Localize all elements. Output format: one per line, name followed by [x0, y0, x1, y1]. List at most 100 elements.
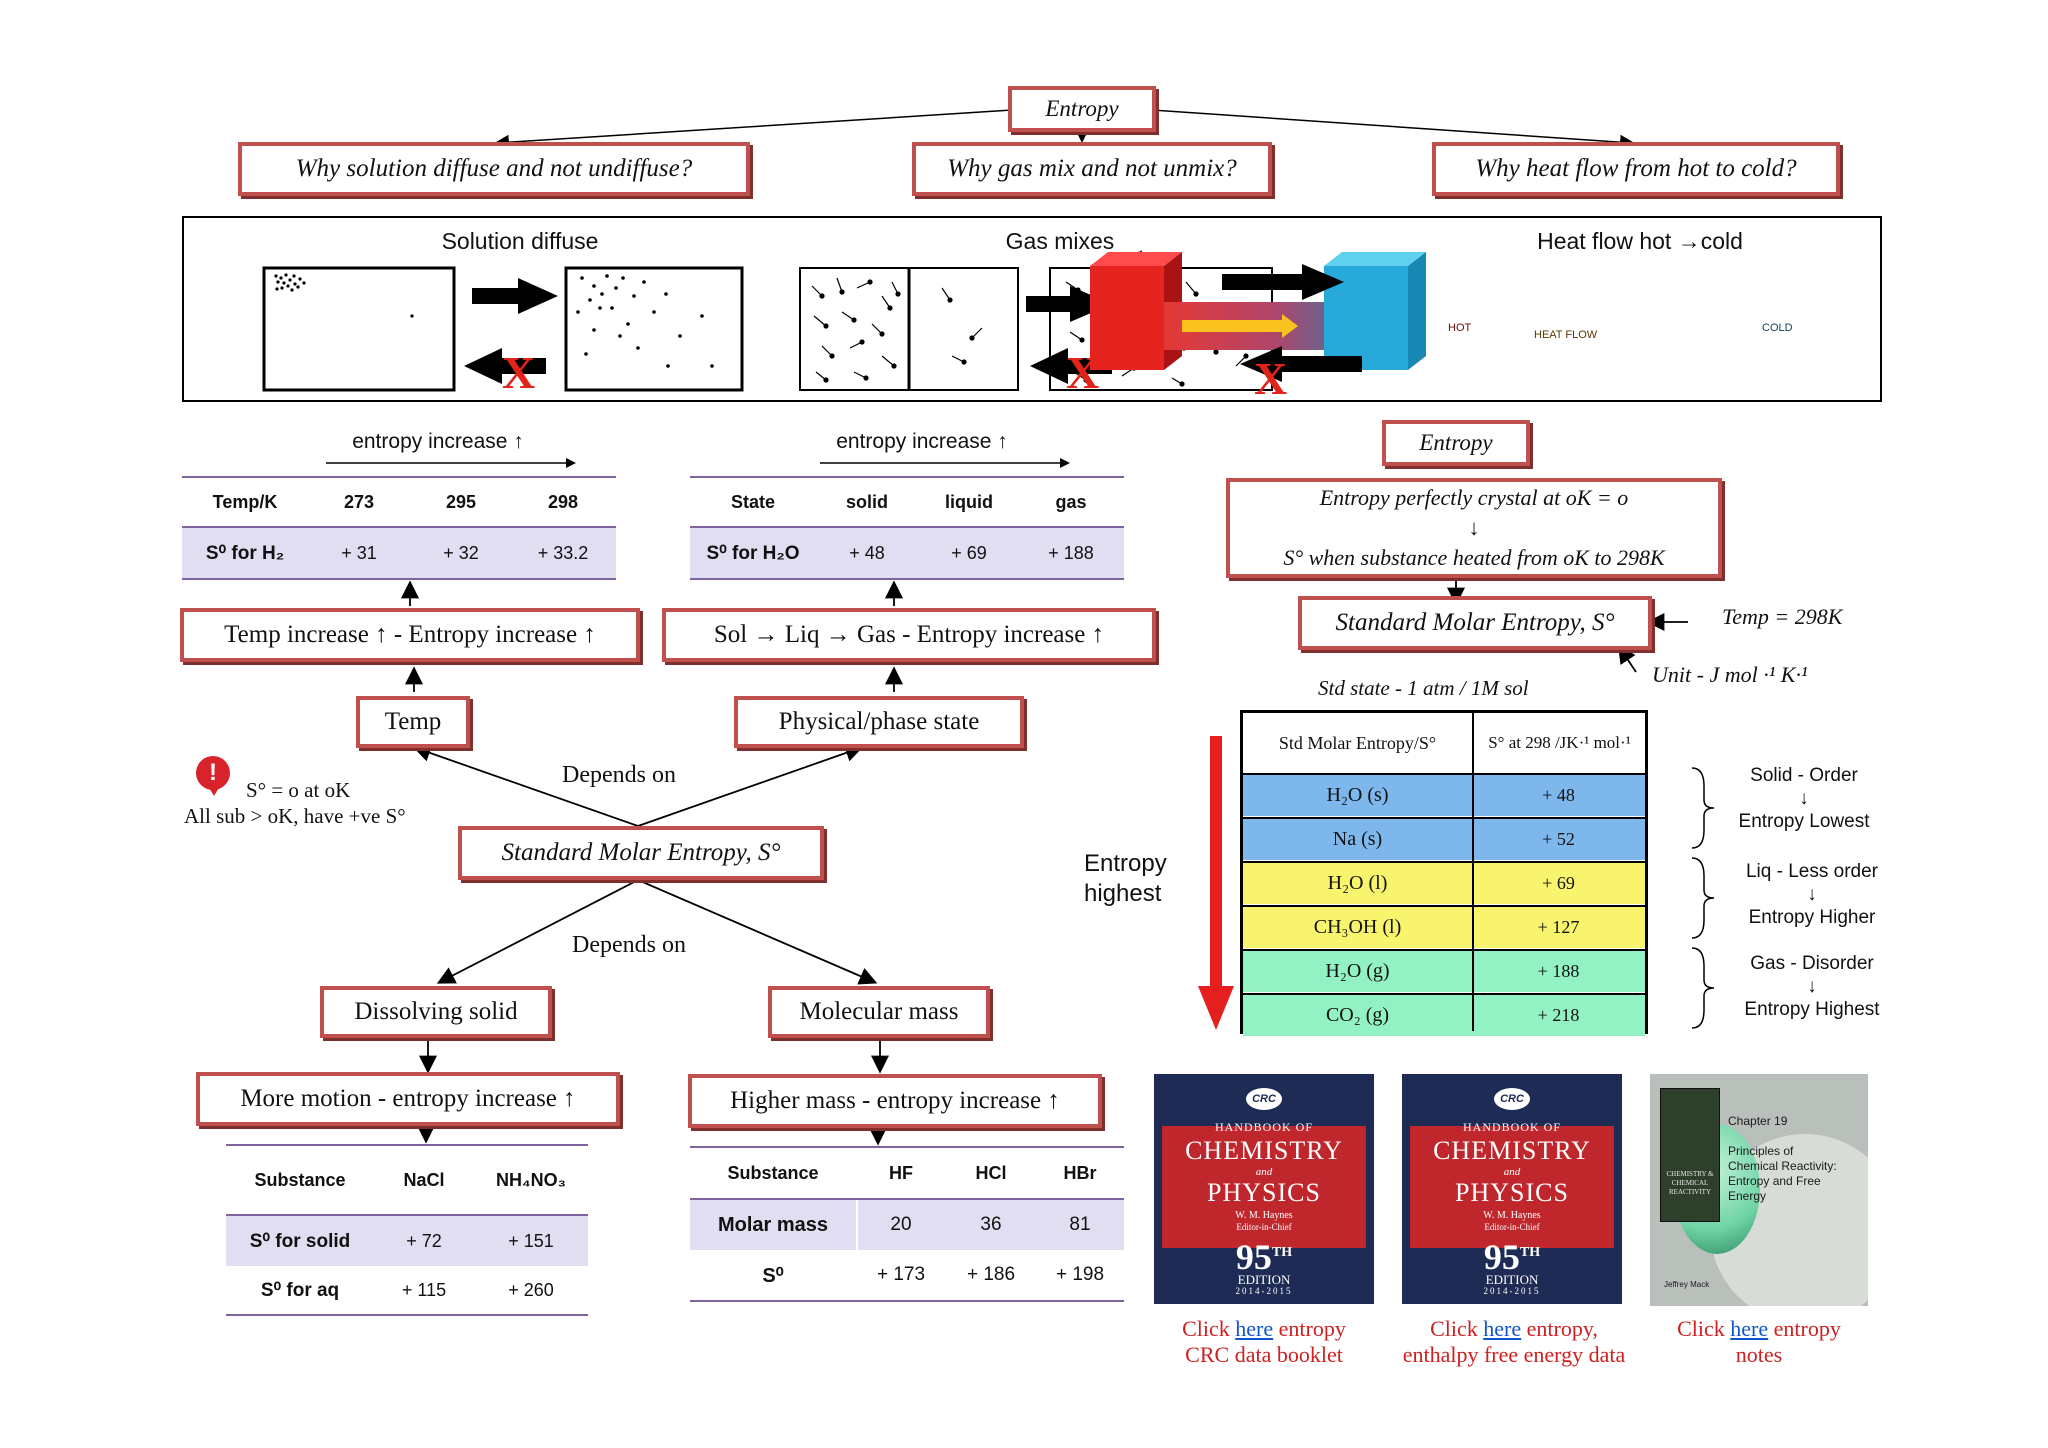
- panel-title-gas: Gas mixes: [1005, 228, 1115, 254]
- crc-chemistry-2: CHEMISTRY: [1433, 1136, 1591, 1165]
- link-1-after: entropy: [1273, 1316, 1346, 1341]
- diffuse-illustration: X X: [262, 250, 1426, 402]
- higher-mass-label: Higher mass - entropy increase ↑: [730, 1087, 1060, 1114]
- link-3-after: entropy: [1768, 1316, 1841, 1341]
- molar-row: Na (s)+ 52: [1243, 817, 1645, 860]
- molecular-mass-box: Molecular mass: [768, 986, 990, 1038]
- molar-row-value: + 52: [1542, 829, 1575, 849]
- state-table: State solid liquid gas S⁰ for H₂O + 48 +…: [690, 476, 1124, 580]
- sol-liq-gas-box: Sol → Liq → Gas - Entropy increase ↑: [662, 608, 1156, 662]
- crc-cover-band-1: [1162, 1126, 1366, 1248]
- dissolve-r0-v0: + 72: [406, 1230, 442, 1251]
- molar-row-value: + 127: [1537, 917, 1580, 937]
- molar-row-substance: H₂O (g): [1325, 960, 1390, 982]
- temp-table-topline: [182, 476, 616, 478]
- mass-r1-v1: + 186: [966, 1264, 1016, 1285]
- group-gas-line1: Gas - Disorder: [1750, 953, 1874, 974]
- temp-table: Temp/K 273 295 298 S⁰ for H₂ + 31 + 32 +…: [182, 476, 616, 580]
- dissolve-table-topline: [226, 1144, 588, 1146]
- perfect-crystal-arrow: ↓: [1468, 515, 1480, 540]
- state-table-shade: [690, 528, 1124, 578]
- crc-book-cover-1[interactable]: CRC HANDBOOK OF CHEMISTRY and PHYSICS W.…: [1154, 1074, 1374, 1304]
- enthalpy-data-link[interactable]: here: [1483, 1316, 1522, 1341]
- crc-edition-1: EDITION: [1237, 1272, 1291, 1287]
- mass-r0-label: Molar mass: [717, 1213, 829, 1236]
- temp-caption-arrow: [326, 458, 576, 468]
- mass-h3: HBr: [1063, 1162, 1097, 1183]
- temp-increase-label: Temp increase ↑ - Entropy increase ↑: [224, 621, 596, 648]
- crc-edition-num-1: 95TH: [1154, 1234, 1374, 1276]
- link-caption-2: Click here entropy, enthalpy free energy…: [1376, 1316, 1652, 1368]
- entropy-highest-line1: Entropy: [1084, 850, 1167, 877]
- molecular-mass-label: Molecular mass: [799, 998, 959, 1025]
- phase-state-box: Physical/phase state: [734, 696, 1024, 748]
- molar-row-substance: H₂O (l): [1327, 872, 1388, 894]
- dissolve-r0-label: S⁰ for solid: [249, 1230, 351, 1252]
- group-gas-line2: Entropy Highest: [1744, 999, 1880, 1020]
- temp-label: Temp: [384, 708, 442, 735]
- entropy-notes-link[interactable]: here: [1730, 1316, 1769, 1341]
- mass-table-shade: [690, 1200, 1124, 1250]
- state-v0: + 48: [849, 542, 885, 563]
- crc-book-cover-2[interactable]: CRC HANDBOOK OF CHEMISTRY and PHYSICS W.…: [1402, 1074, 1622, 1304]
- question-heat-box: Why heat flow from hot to cold?: [1432, 142, 1840, 196]
- molar-table: Std Molar Entropy/S° S° at 298 /JK·¹ mol…: [1240, 710, 1648, 1036]
- crc-editor-role-2: Editor-in-Chief: [1484, 1222, 1540, 1232]
- crc-chemistry-1: CHEMISTRY: [1185, 1136, 1343, 1165]
- crc-physics-1: PHYSICS: [1207, 1178, 1321, 1207]
- link-2-after: entropy,: [1521, 1316, 1598, 1341]
- chapter-notes-cover[interactable]: CHEMISTRY & CHEMICAL REACTIVITY Chapter …: [1650, 1074, 1868, 1306]
- molar-row: H₂O (l)+ 69: [1243, 861, 1645, 904]
- dissolve-r1-v0: + 115: [401, 1279, 447, 1300]
- crc-and-2: and: [1503, 1166, 1521, 1178]
- more-motion-box: More motion - entropy increase ↑: [196, 1072, 620, 1126]
- link-caption-2-line2: enthalpy free energy data: [1402, 1342, 1626, 1367]
- chapter-author: Jeffrey Mack: [1664, 1280, 1710, 1289]
- temp-table-shade: [182, 528, 616, 578]
- link-caption-1: Click here entropy CRC data booklet: [1154, 1316, 1374, 1368]
- molar-row: CH₃OH (l) + 127: [1243, 905, 1645, 948]
- state-h1: solid: [845, 491, 888, 512]
- chapter-label: Chapter 19: [1728, 1114, 1788, 1128]
- state-h3: gas: [1055, 491, 1087, 512]
- link-caption-3-line1: Click here entropy: [1650, 1316, 1868, 1342]
- note-line-2: All sub > oK, have +ve S°: [184, 804, 406, 828]
- mass-r1-label: S⁰: [762, 1264, 784, 1287]
- right-std-molar-box: Standard Molar Entropy, S°: [1298, 596, 1652, 650]
- state-row-label: S⁰ for H₂O: [706, 542, 800, 564]
- mass-table-topline: [690, 1146, 1124, 1148]
- group-braces: [1691, 767, 1715, 1029]
- molar-row-substance: CO₂ (g): [1325, 1004, 1390, 1026]
- entropy-down-arrow: [1198, 736, 1234, 1030]
- group-solid-arrow: ↓: [1799, 788, 1809, 809]
- state-table-midline: [690, 526, 1124, 528]
- cold-box-label: COLD: [1762, 322, 1793, 334]
- sol-liq-gas-label: Sol → Liq → Gas - Entropy increase ↑: [713, 621, 1105, 648]
- state-table-caption: entropy increase ↑: [836, 430, 1008, 453]
- right-std-molar-label: Standard Molar Entropy, S°: [1335, 609, 1615, 636]
- link-caption-3-line2: notes: [1735, 1342, 1783, 1367]
- mass-table-bottomline: [690, 1300, 1124, 1302]
- crc-data-booklet-link[interactable]: here: [1235, 1316, 1274, 1341]
- hot-box-label: HOT: [1448, 322, 1472, 334]
- depends-on-label-1: Depends on: [562, 762, 676, 788]
- group-liq-line1: Liq - Less order: [1745, 861, 1878, 882]
- mass-r1-v0: + 173: [876, 1264, 926, 1285]
- crc-handbook-1: HANDBOOK OF: [1214, 1120, 1313, 1134]
- dissolve-r1-v1: + 260: [508, 1279, 554, 1300]
- crc-edition-2: EDITION: [1485, 1272, 1539, 1287]
- temp-v0: + 31: [341, 542, 377, 563]
- group-solid: Solid - Order ↓ Entropy Lowest: [1714, 764, 1894, 833]
- svg-text:X: X: [1254, 353, 1287, 402]
- temp-v2: + 33.2: [537, 542, 589, 563]
- question-heat-label: Why heat flow from hot to cold?: [1475, 155, 1797, 182]
- molar-row-substance: CH₃OH (l): [1313, 916, 1402, 938]
- group-gas-arrow: ↓: [1807, 976, 1817, 997]
- crc-edition-digits-2: 95: [1483, 1237, 1520, 1277]
- molar-table-col-divider: [1472, 713, 1474, 1031]
- mass-r0-v1: 36: [980, 1214, 1002, 1235]
- dissolving-solid-box: Dissolving solid: [320, 986, 552, 1038]
- std-state-note: Std state - 1 atm / 1M sol: [1318, 676, 1529, 700]
- right-entropy-label: Entropy: [1419, 430, 1493, 455]
- svg-text:X: X: [502, 347, 535, 398]
